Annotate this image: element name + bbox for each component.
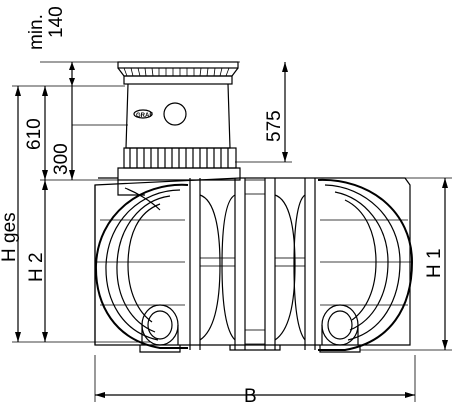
right-outlet-pipe — [321, 304, 359, 346]
label-610: 610 — [24, 118, 45, 150]
label-h-ges: H ges — [0, 212, 20, 262]
label-h2: H 2 — [26, 252, 47, 282]
label-min-value: 140 — [46, 6, 67, 38]
label-b: B — [244, 386, 257, 407]
dimension-lines — [12, 61, 452, 402]
graf-logo-text: GRAF — [136, 113, 153, 119]
label-575: 575 — [264, 110, 285, 142]
tank-body — [94, 177, 414, 353]
inspection-window — [163, 102, 187, 126]
access-dome: GRAF — [117, 61, 241, 181]
graf-logo-badge — [133, 109, 153, 119]
label-300: 300 — [51, 143, 72, 175]
label-h1: H 1 — [424, 248, 445, 278]
left-outlet-pipe — [141, 304, 179, 346]
label-min: min. — [26, 14, 47, 50]
